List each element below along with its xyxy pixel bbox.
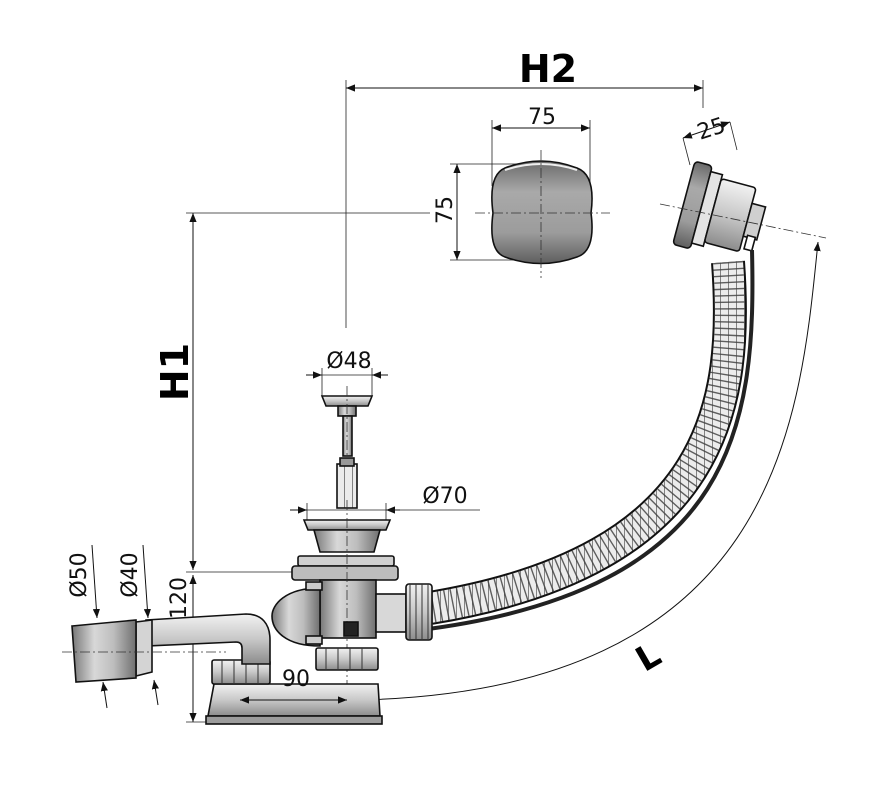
outlet-outer-diameter-label: Ø50 <box>67 552 92 597</box>
plug-spring <box>336 457 358 509</box>
plug-assembly: Ø48 <box>306 349 388 470</box>
overflow-cap <box>491 160 593 265</box>
h1-dimension: H1 <box>153 212 430 573</box>
overflow-depth-label: 25 <box>694 113 728 145</box>
l-label: L <box>629 635 668 680</box>
outlet-pipe <box>62 613 271 683</box>
outlet-diameter-dimensions: Ø50 Ø40 <box>67 544 159 709</box>
h2-label: H2 <box>519 47 577 91</box>
trap-offset-dimension: 90 <box>240 667 347 704</box>
h2-dimension: H2 <box>345 47 704 328</box>
outlet-spigot <box>71 619 137 683</box>
control-cable <box>419 249 755 632</box>
cap-height-label: 75 <box>433 196 458 224</box>
outlet-elbow <box>145 613 271 665</box>
trap-union-nut <box>315 647 379 671</box>
overflow-hose <box>419 249 755 632</box>
overflow-connector <box>343 583 433 641</box>
waste-diameter-label: Ø70 <box>422 484 467 509</box>
overflow-cap-front: 75 75 <box>433 105 610 278</box>
cap-width-label: 75 <box>528 105 556 130</box>
plug-diameter-label: Ø48 <box>326 349 371 374</box>
trap-offset-label: 90 <box>282 667 310 692</box>
trap-height-dimension: 120 <box>167 575 210 723</box>
h1-label: H1 <box>153 343 197 401</box>
trap-height-label: 120 <box>167 577 192 619</box>
trap-bowl <box>271 587 321 647</box>
outlet-inner-diameter-label: Ø40 <box>118 552 143 597</box>
overflow-head-side: 25 <box>659 113 827 252</box>
